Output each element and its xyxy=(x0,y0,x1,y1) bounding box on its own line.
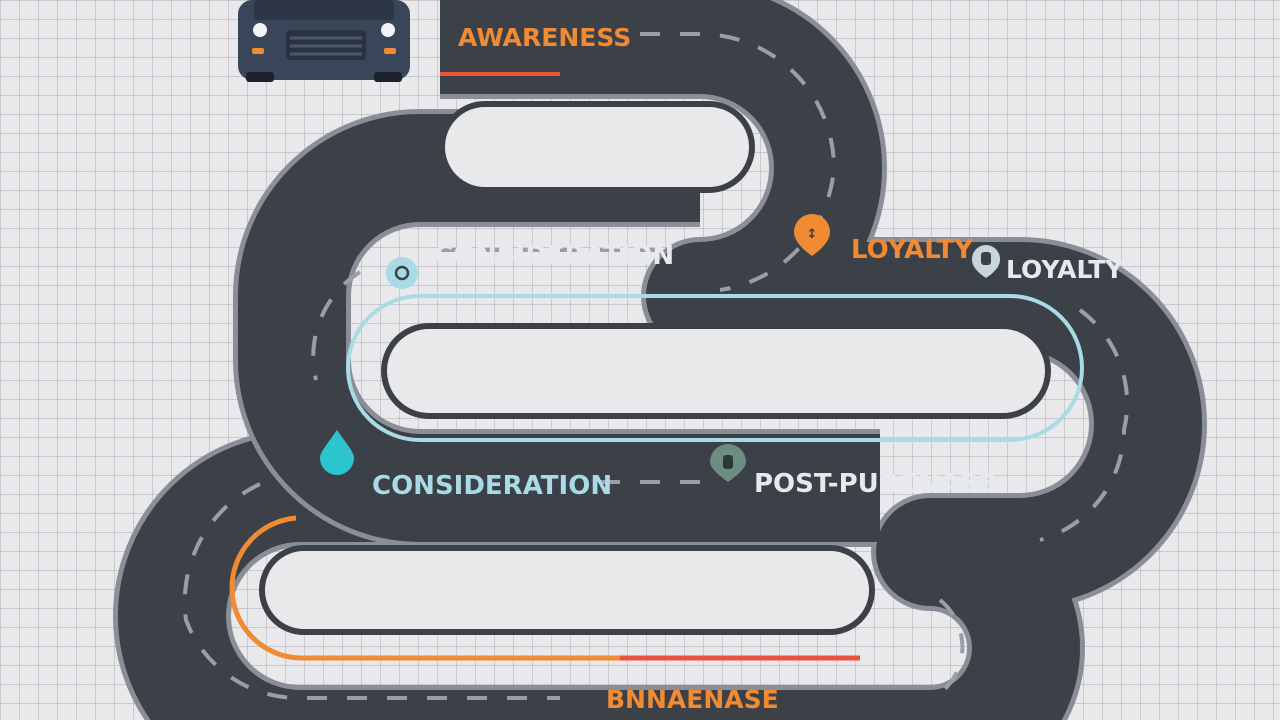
location-icon xyxy=(972,245,1000,278)
inner-cutout-lower xyxy=(259,545,875,635)
consideration-lane-line xyxy=(346,294,1084,442)
stage-post-purchase-label: POST-PURCNASE xyxy=(754,469,996,499)
purchase-lane-line xyxy=(229,515,620,661)
stage-consideration-label-upper: CONSIDERATION xyxy=(434,241,674,271)
road-asphalt xyxy=(238,114,700,542)
location-icon xyxy=(386,257,418,289)
stage-bottom-label: BNNAENASE xyxy=(606,685,779,714)
location-icon xyxy=(710,444,746,482)
drop-icon xyxy=(320,430,354,475)
stage-consideration-label-lower: CONSIDERATION xyxy=(372,471,612,501)
svg-text:↕: ↕ xyxy=(807,227,818,242)
map-pin-icon: ↕ xyxy=(794,214,830,256)
stage-loyalty-label-orange: LOYALTY xyxy=(851,235,974,265)
lane-dashes xyxy=(182,32,1130,702)
inner-cutout-top xyxy=(439,101,755,193)
stage-awareness-label: AWARENESS xyxy=(458,23,631,52)
car-icon xyxy=(238,0,410,82)
inner-cutout-upper xyxy=(381,323,1051,419)
stage-loyalty-label-white: LOYALTY xyxy=(1006,255,1124,284)
